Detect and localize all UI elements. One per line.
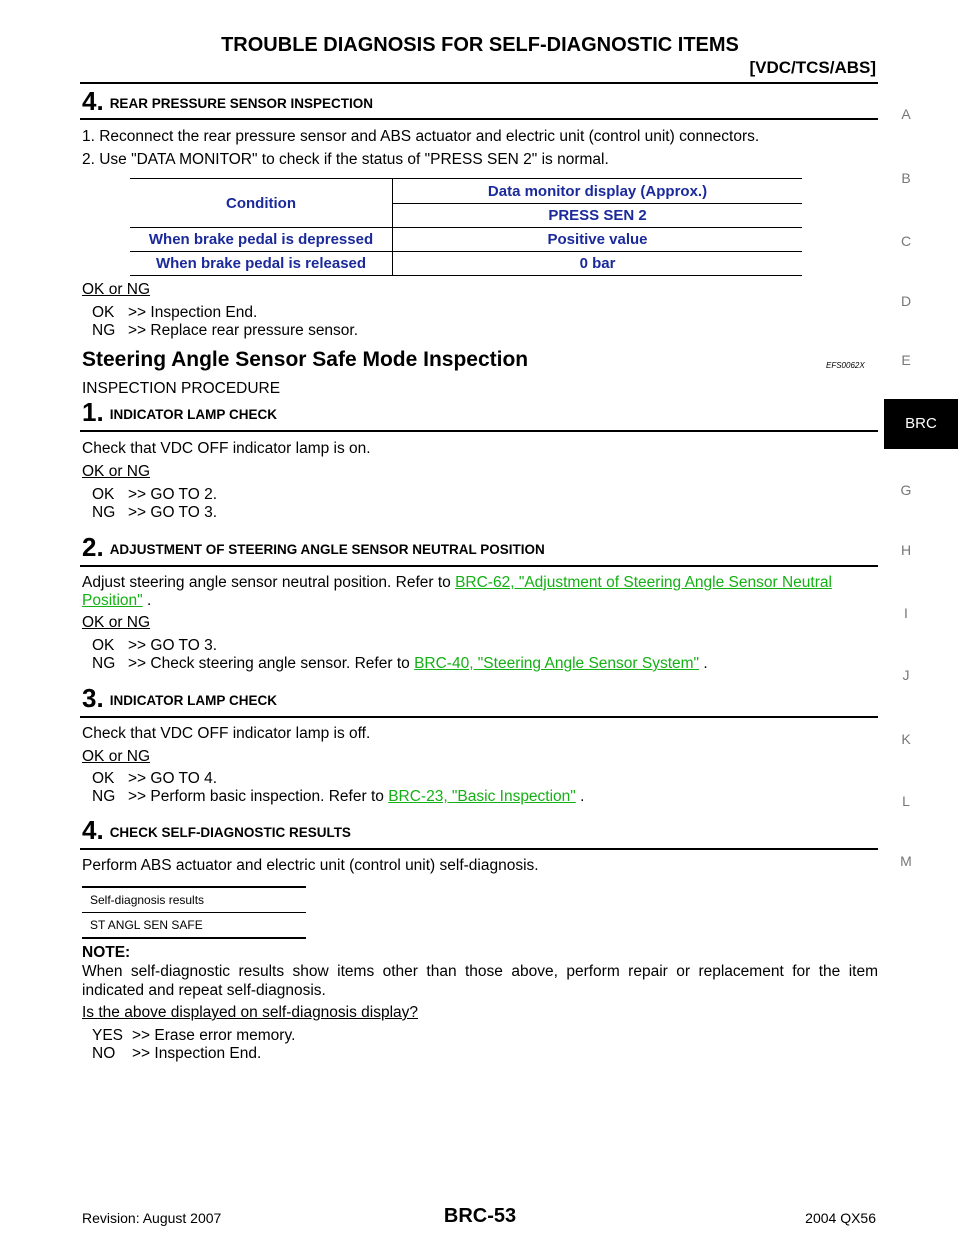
ok-ng-label: OK or NG [82, 281, 151, 298]
step-divider [80, 565, 878, 567]
step-number: 1. [82, 397, 104, 427]
ok-ng-label: OK or NG [82, 748, 151, 765]
response-ng: NG>> Replace rear pressure sensor. [92, 322, 359, 339]
reference-link[interactable]: BRC-40, "Steering Angle Sensor System" [414, 655, 700, 672]
step-heading: 4. CHECK SELF-DIAGNOSTIC RESULTS [82, 815, 351, 846]
response-ok: OK>> Inspection End. [92, 304, 258, 321]
response-ok: OK>> GO TO 4. [92, 770, 218, 787]
index-letter-h[interactable]: H [900, 542, 912, 558]
index-tab-brc[interactable]: BRC [884, 399, 958, 449]
step-body: Check that VDC OFF indicator lamp is on. [82, 440, 371, 457]
note-text: indicated and repeat self-diagnosis. [82, 982, 326, 999]
step-title: ADJUSTMENT OF STEERING ANGLE SENSOR NEUT… [109, 542, 545, 557]
index-letter-c[interactable]: C [900, 233, 912, 249]
step-title: INDICATOR LAMP CHECK [109, 407, 277, 422]
index-letter-l[interactable]: L [902, 793, 910, 809]
response-ng: NG>> Perform basic inspection. Refer to … [92, 788, 585, 805]
instruction-item: 1. Reconnect the rear pressure sensor an… [82, 128, 760, 145]
response-ok: OK>> GO TO 2. [92, 486, 218, 503]
ok-ng-label: OK or NG [82, 463, 151, 480]
step-body: Perform ABS actuator and electric unit (… [82, 857, 539, 874]
step-body-cont: Position" . [82, 592, 152, 609]
step-body: Adjust steering angle sensor neutral pos… [82, 574, 832, 591]
step-title: INDICATOR LAMP CHECK [109, 693, 277, 708]
table-cell: When brake pedal is released [130, 251, 393, 276]
table-cell: 0 bar [579, 255, 616, 272]
table-header: Self-diagnosis results [90, 893, 205, 907]
reference-link[interactable]: BRC-23, "Basic Inspection" [388, 788, 576, 805]
index-letter-g[interactable]: G [900, 482, 912, 498]
step-number: 4. [82, 815, 104, 845]
step-number: 3. [82, 683, 104, 713]
page-subtitle: [VDC/TCS/ABS] [749, 58, 876, 77]
table-cell: ST ANGL SEN SAFE [90, 918, 203, 932]
index-letter-b[interactable]: B [901, 170, 911, 186]
index-letter-e[interactable]: E [901, 352, 911, 368]
step-number: 4. [82, 86, 104, 116]
table-subheader: PRESS SEN 2 [548, 207, 647, 224]
step-divider [80, 716, 878, 718]
question-label: Is the above displayed on self-diagnosis… [82, 1004, 419, 1021]
step-divider [80, 848, 878, 850]
step-heading: 3. INDICATOR LAMP CHECK [82, 683, 277, 714]
step-heading: 4. REAR PRESSURE SENSOR INSPECTION [82, 86, 373, 117]
step-heading: 2. ADJUSTMENT OF STEERING ANGLE SENSOR NE… [82, 532, 545, 563]
table-header: Data monitor display (Approx.) [392, 178, 802, 204]
instruction-item: 2. Use "DATA MONITOR" to check if the st… [82, 151, 609, 168]
index-letter-a[interactable]: A [901, 106, 911, 122]
response-ng: NG>> GO TO 3. [92, 504, 218, 521]
reference-link[interactable]: BRC-62, "Adjustment of Steering Angle Se… [455, 574, 832, 591]
index-letter-d[interactable]: D [900, 293, 912, 309]
table-cell: Positive value [547, 231, 648, 248]
model-text: 2004 QX56 [805, 1210, 876, 1226]
response-ok: OK>> GO TO 3. [92, 637, 218, 654]
ok-ng-label: OK or NG [82, 614, 151, 631]
step-title: CHECK SELF-DIAGNOSTIC RESULTS [109, 825, 351, 840]
response-no: NO>> Inspection End. [92, 1045, 262, 1062]
response-ng: NG>> Check steering angle sensor. Refer … [92, 655, 708, 672]
index-letter-k[interactable]: K [901, 731, 911, 747]
step-body: Check that VDC OFF indicator lamp is off… [82, 725, 371, 742]
note-label: NOTE: [82, 944, 131, 961]
note-text: When self-diagnostic results show items … [82, 963, 878, 980]
section-code: EFS0062X [826, 361, 865, 370]
self-diagnosis-table: Self-diagnosis results ST ANGL SEN SAFE [82, 886, 306, 939]
section-title: Steering Angle Sensor Safe Mode Inspecti… [82, 348, 529, 371]
procedure-label: INSPECTION PROCEDURE [82, 380, 281, 397]
reference-link[interactable]: Position" [82, 592, 143, 609]
header-divider [80, 82, 878, 84]
step-heading: 1. INDICATOR LAMP CHECK [82, 397, 277, 428]
index-letter-i[interactable]: I [904, 605, 908, 621]
step-divider [80, 430, 878, 432]
step-title: REAR PRESSURE SENSOR INSPECTION [109, 96, 373, 111]
table-header: Condition [130, 178, 393, 228]
index-letter-m[interactable]: M [900, 853, 912, 869]
response-yes: YES>> Erase error memory. [92, 1027, 296, 1044]
revision-text: Revision: August 2007 [82, 1210, 222, 1226]
table-cell: When brake pedal is depressed [130, 227, 393, 252]
pressure-table: Condition Data monitor display (Approx.)… [130, 178, 802, 276]
index-letter-j[interactable]: J [902, 667, 910, 683]
step-number: 2. [82, 532, 104, 562]
step-divider [80, 118, 878, 120]
page-title: TROUBLE DIAGNOSIS FOR SELF-DIAGNOSTIC IT… [221, 34, 739, 56]
page-number: BRC-53 [443, 1205, 517, 1227]
